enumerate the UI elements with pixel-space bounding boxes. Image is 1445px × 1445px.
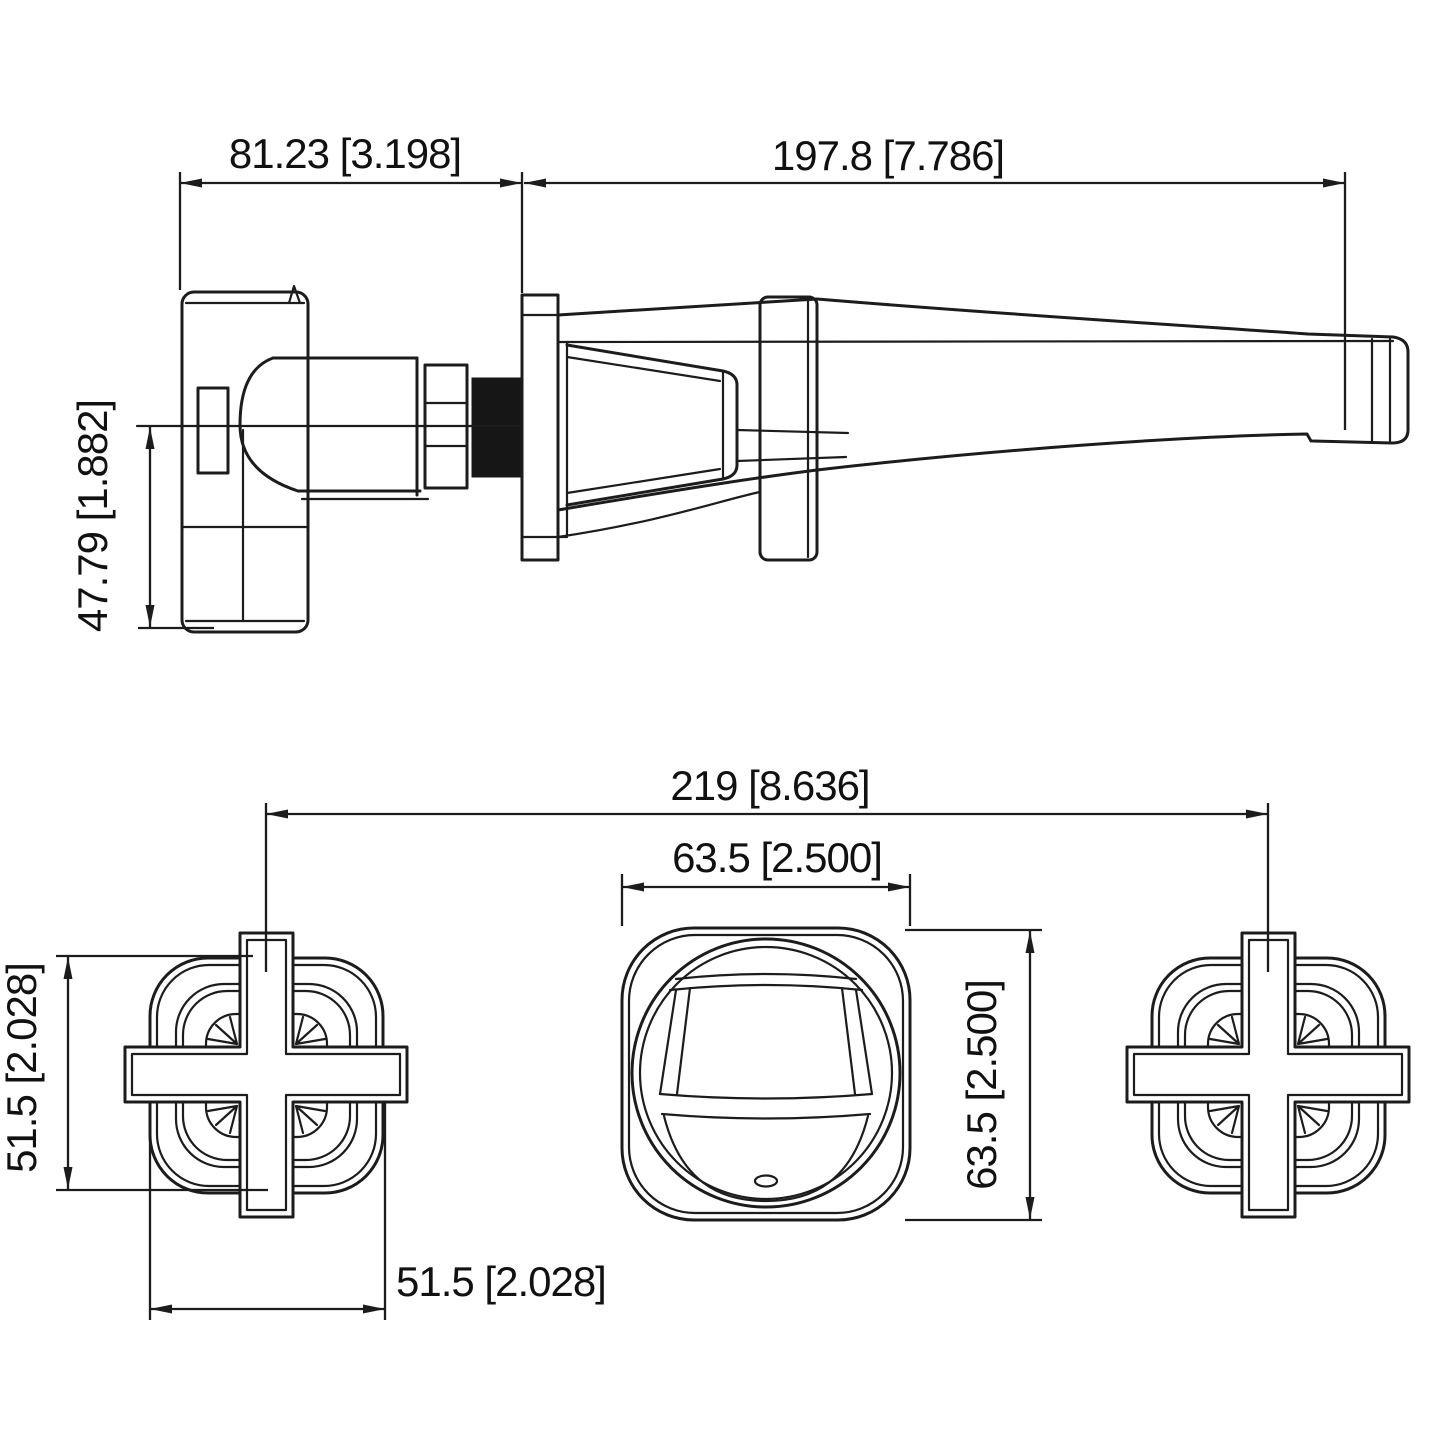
dim-text-spout-escutcheon-height: 63.5 [2.500] — [958, 980, 1005, 1190]
dimension-spout-reach: 197.8 [7.786] — [524, 132, 1347, 430]
dim-text-handle-escutcheon-height: 51.5 [2.028] — [0, 963, 45, 1173]
dim-text-spout-escutcheon-width: 63.5 [2.500] — [672, 834, 882, 881]
threaded-nipple — [471, 377, 522, 478]
dim-text-spout-reach: 197.8 [7.786] — [772, 132, 1004, 179]
dim-text-handle-projection: 81.23 [3.198] — [229, 130, 461, 177]
dimension-handle-spread: 219 [8.636] — [264, 762, 1270, 972]
cross-handle-right — [1125, 931, 1411, 1219]
front-view: 219 [8.636] 63.5 [2.500] 63.5 [2.500] — [0, 762, 1411, 1320]
dimension-handle-projection: 81.23 [3.198] — [178, 130, 524, 293]
side-view: 81.23 [3.198] 197.8 [7.786] 47.79 [1.882… — [69, 130, 1410, 634]
dimension-handle-drop: 47.79 [1.882] — [69, 400, 214, 632]
spout-outlet-mark — [753, 1174, 779, 1188]
dim-text-handle-spread: 219 [8.636] — [670, 762, 869, 809]
spout-front-view — [620, 926, 912, 1222]
spout-side-view — [556, 297, 1410, 539]
handle-side-view — [180, 284, 310, 634]
spout-mount-side-view — [565, 295, 850, 562]
dimension-handle-escutcheon-height: 51.5 [2.028] — [0, 954, 268, 1192]
cross-handle-front-view — [123, 931, 409, 1219]
valve-wall-flange — [520, 293, 569, 562]
dimension-spout-escutcheon-width: 63.5 [2.500] — [620, 834, 912, 926]
knob-facets — [206, 1015, 327, 1135]
dimension-spout-escutcheon-height: 63.5 [2.500] — [905, 928, 1042, 1222]
dim-text-handle-drop: 47.79 [1.882] — [69, 400, 116, 632]
dimension-handle-escutcheon-width: 51.5 [2.028] — [148, 1103, 607, 1320]
valve-body-side-view — [238, 356, 522, 501]
dim-text-handle-escutcheon-width: 51.5 [2.028] — [396, 1258, 606, 1305]
